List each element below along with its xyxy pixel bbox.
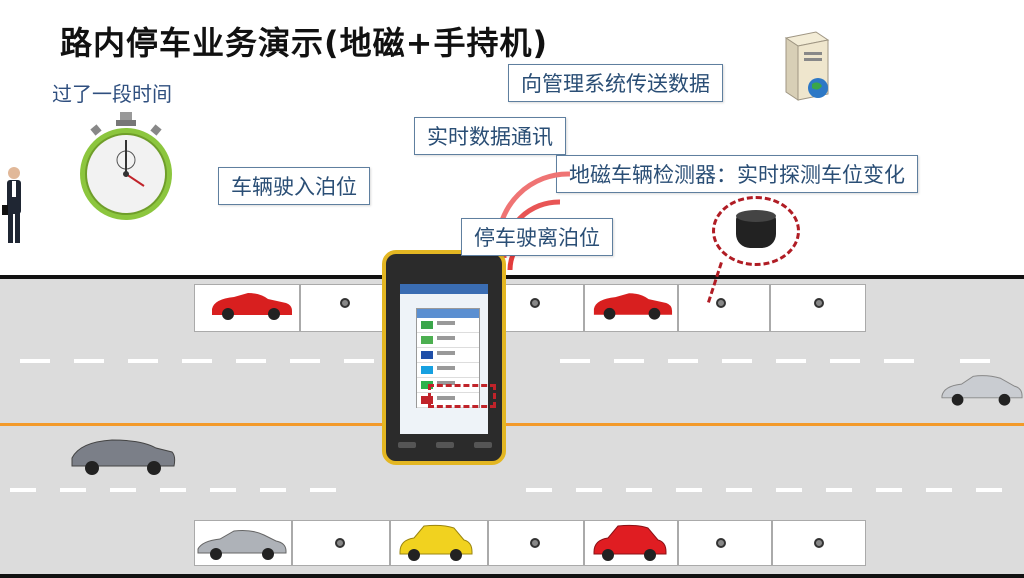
lane-dash xyxy=(626,488,652,492)
lane-dash xyxy=(876,488,902,492)
lane-dash xyxy=(776,488,802,492)
lane-dash xyxy=(160,488,186,492)
page-title: 路内停车业务演示(地磁+手持机) xyxy=(60,24,549,62)
lane-dash xyxy=(182,359,212,363)
grey-sports-car-icon xyxy=(71,439,176,475)
silver-sedan-car-icon xyxy=(197,530,287,560)
lane-dash xyxy=(110,488,136,492)
lane-dash xyxy=(614,359,644,363)
red-convertible-car-icon xyxy=(212,293,292,320)
highlight-box xyxy=(428,384,496,408)
lane-dash xyxy=(776,359,806,363)
sensor-marker xyxy=(716,538,726,548)
red-convertible-car-icon xyxy=(593,293,673,320)
sensor-marker xyxy=(335,538,345,548)
elapsed-time-label: 过了一段时间 xyxy=(52,82,172,106)
label-send-to-management: 向管理系统传送数据 xyxy=(508,64,723,102)
terminal-status-bar xyxy=(400,284,488,294)
lane-dash xyxy=(344,359,374,363)
lane-dash xyxy=(128,359,158,363)
lane-dash xyxy=(60,488,86,492)
lane-dash xyxy=(310,488,336,492)
person-icon xyxy=(2,167,21,243)
yellow-hatchback-car-icon xyxy=(399,524,473,561)
sensor-highlight-ellipse xyxy=(712,196,800,266)
lane-dash xyxy=(726,488,752,492)
center-line xyxy=(0,423,1024,426)
server-icon xyxy=(784,31,830,101)
lane-dash xyxy=(830,359,860,363)
parking-bay xyxy=(678,284,770,332)
lane-dash xyxy=(10,488,36,492)
sensor-marker xyxy=(530,538,540,548)
sensor-marker xyxy=(814,538,824,548)
lane-dash xyxy=(676,488,702,492)
lane-dash xyxy=(560,359,590,363)
parking-bay xyxy=(300,284,392,332)
label-vehicle-leave: 停车驶离泊位 xyxy=(461,218,613,256)
silver-sedan-car-icon xyxy=(941,375,1023,406)
handheld-terminal-icon xyxy=(382,250,506,465)
lane-dash xyxy=(926,488,952,492)
label-geomagnetic-detector: 地磁车辆检测器：实时探测车位变化 xyxy=(556,155,918,193)
sensor-marker xyxy=(814,298,824,308)
lane-dash xyxy=(20,359,50,363)
lane-dash xyxy=(74,359,104,363)
terminal-screen xyxy=(400,284,488,434)
lane-dash xyxy=(976,488,1002,492)
lane-dash xyxy=(210,488,236,492)
label-realtime-communication: 实时数据通讯 xyxy=(414,117,566,155)
sensor-marker xyxy=(340,298,350,308)
lane-dash xyxy=(826,488,852,492)
lane-dash xyxy=(960,359,990,363)
stopwatch-icon xyxy=(80,112,172,220)
lane-dash xyxy=(668,359,698,363)
lane-dash xyxy=(260,488,286,492)
lane-dash xyxy=(722,359,752,363)
lane-dash xyxy=(526,488,552,492)
red-hatchback-car-icon xyxy=(593,524,667,561)
lane-dash xyxy=(290,359,320,363)
lane-dash xyxy=(884,359,914,363)
geomagnetic-sensor-top xyxy=(736,210,776,222)
lane-dash xyxy=(236,359,266,363)
sensor-marker xyxy=(716,298,726,308)
parking-bay xyxy=(770,284,866,332)
sensor-marker xyxy=(530,298,540,308)
label-vehicle-enter: 车辆驶入泊位 xyxy=(218,167,370,205)
lane-dash xyxy=(576,488,602,492)
